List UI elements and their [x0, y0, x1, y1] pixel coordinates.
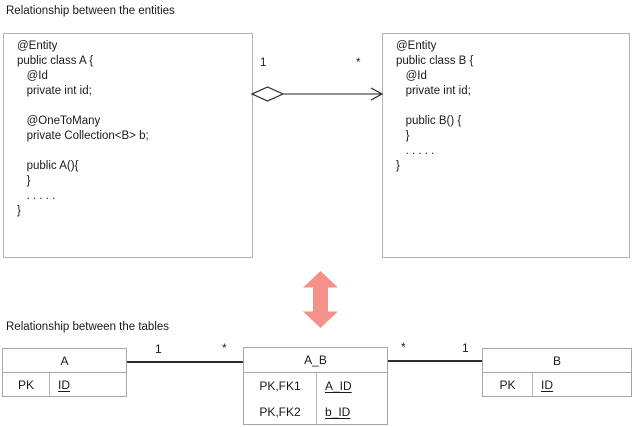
table-ab-body: PK,FK1 PK,FK2 A_ID b_ID: [244, 373, 387, 424]
table-a-id-cell: ID: [50, 373, 126, 396]
aggregation-diamond-icon: [250, 86, 285, 102]
table-a-id-value: ID: [58, 377, 70, 392]
multiplicity-b-side: *: [356, 57, 361, 69]
connector-ab-to-b-left-label: *: [401, 340, 406, 354]
table-a-key-column: PK: [3, 373, 50, 396]
table-b-id-value: ID: [541, 377, 553, 392]
table-ab-pkfk1-cell: PK,FK1: [259, 379, 301, 393]
table-a-pk-cell: PK: [17, 377, 34, 392]
class-b-code: @Entity public class B { @Id private int…: [396, 40, 474, 172]
table-b-id-cell: ID: [533, 373, 631, 396]
table-b: B PK ID: [482, 348, 632, 397]
table-b-name: B: [483, 349, 631, 373]
class-b-box: @Entity public class B { @Id private int…: [382, 33, 630, 258]
connector-ab-to-b-right-label: 1: [462, 341, 469, 355]
table-b-pk-cell: PK: [499, 377, 516, 392]
connector-a-to-ab-right-label: *: [222, 341, 227, 355]
table-ab-key-column: PK,FK1 PK,FK2: [244, 373, 317, 424]
table-ab-pkfk2-cell: PK,FK2: [259, 404, 301, 419]
table-a-col-column: ID: [50, 373, 126, 396]
multiplicity-a-side: 1: [260, 57, 267, 69]
table-ab-aid-cell: A_ID: [317, 373, 387, 399]
table-ab-aid-value: A_ID: [325, 379, 352, 393]
table-ab-bid-value: b_ID: [325, 404, 351, 419]
connector-a-to-ab-line: [127, 361, 243, 363]
connector-a-to-ab-left-label: 1: [155, 342, 162, 356]
table-ab-col-column: A_ID b_ID: [317, 373, 387, 424]
table-b-body: PK ID: [483, 373, 631, 396]
open-arrowhead-icon: [370, 87, 384, 101]
tables-section-title: Relationship between the tables: [6, 321, 170, 333]
table-ab: A_B PK,FK1 PK,FK2 A_ID b_ID: [243, 347, 388, 425]
transform-arrow-icon: [303, 271, 338, 328]
table-ab-bid-cell: b_ID: [317, 399, 387, 424]
entities-section-title: Relationship between the entities: [6, 5, 175, 17]
aggregation-connector: [250, 86, 384, 102]
double-vertical-arrow-shape: [303, 271, 338, 328]
table-a: A PK ID: [2, 348, 127, 397]
table-a-body: PK ID: [3, 373, 126, 396]
class-a-code: @Entity public class A { @Id private int…: [17, 40, 149, 217]
connector-ab-to-b-line: [388, 360, 482, 362]
class-a-box: @Entity public class A { @Id private int…: [3, 33, 253, 258]
table-a-name: A: [3, 349, 126, 373]
table-b-col-column: ID: [533, 373, 631, 396]
table-ab-name: A_B: [244, 348, 387, 373]
table-b-key-column: PK: [483, 373, 533, 396]
